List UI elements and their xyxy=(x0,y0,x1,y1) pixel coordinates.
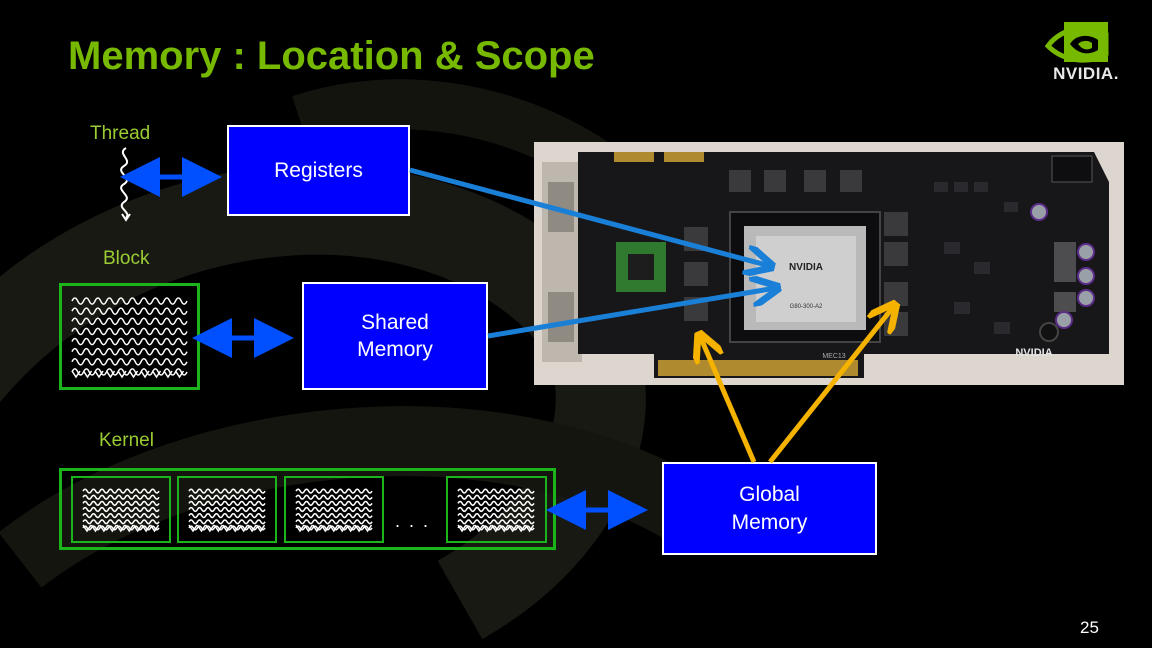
block-label: Block xyxy=(103,248,150,269)
thread-wave xyxy=(295,488,373,494)
thread-wave xyxy=(457,519,535,525)
thread-wave xyxy=(188,494,266,500)
thread-wave xyxy=(82,513,160,519)
page-number: 25 xyxy=(1080,618,1099,637)
kernel-block-threads-icon xyxy=(295,488,373,533)
gpu-board-code: MEC13 xyxy=(822,353,845,360)
thread-wave xyxy=(188,500,266,506)
gpu-chip-brand: NVIDIA xyxy=(789,262,823,273)
thread-wave xyxy=(71,307,188,315)
thread-wave xyxy=(82,525,160,531)
kernel-ellipsis: . . . xyxy=(395,511,431,531)
thread-arrowheads xyxy=(295,524,373,533)
thread-wave xyxy=(295,513,373,519)
thread-wave xyxy=(82,519,160,525)
shared-memory-box: Shared Memory xyxy=(302,282,488,390)
registers-box: Registers xyxy=(227,125,410,216)
thread-wave xyxy=(188,519,266,525)
kernel-grid: . . . xyxy=(59,468,556,550)
kernel-block-1 xyxy=(71,476,171,543)
thread-wave xyxy=(295,500,373,506)
kernel-block-2 xyxy=(177,476,277,543)
kernel-block-3 xyxy=(284,476,384,543)
thread-wave xyxy=(71,297,188,305)
thread-arrowheads xyxy=(188,524,266,533)
thread-wave xyxy=(188,525,266,531)
thread-wave xyxy=(71,317,188,326)
global-memory-label: Global Memory xyxy=(731,483,808,534)
thread-wave xyxy=(295,525,373,531)
logo-text: NVIDIA. xyxy=(1053,64,1119,83)
thread-wave xyxy=(188,488,266,494)
thread-wave xyxy=(71,337,188,346)
kernel-block-last xyxy=(446,476,547,543)
thread-wave xyxy=(82,494,160,500)
slide-title: Memory : Location & Scope xyxy=(68,34,595,78)
registers-label: Registers xyxy=(274,158,363,182)
thread-squiggle-icon xyxy=(120,147,131,222)
nvidia-eye-icon xyxy=(1044,22,1109,63)
kernel-block-threads-icon xyxy=(82,488,160,533)
thread-wave xyxy=(188,513,266,519)
thread-arrowheads xyxy=(457,524,535,533)
kernel-label: Kernel xyxy=(99,430,154,451)
thread-wave xyxy=(295,519,373,525)
thread-wave xyxy=(71,358,188,366)
block-icon xyxy=(59,283,200,390)
thread-wave xyxy=(457,506,535,513)
thread-wave xyxy=(82,506,160,513)
thread-wave xyxy=(71,347,188,356)
global-memory-box: Global Memory xyxy=(662,462,877,555)
kernel-block-threads-icon xyxy=(457,488,535,533)
nvidia-logo: NVIDIA. xyxy=(1040,20,1132,92)
thread-wave xyxy=(71,327,188,336)
thread-wave xyxy=(82,488,160,494)
thread-wave xyxy=(188,506,266,513)
thread-wave xyxy=(457,513,535,519)
kernel-block-threads-icon xyxy=(188,488,266,533)
gpu-board-image: NVIDIA G80-300-A2 NVIDIA xyxy=(534,142,1124,385)
thread-arrowheads xyxy=(82,524,160,533)
thread-wave xyxy=(82,500,160,506)
thread-wave xyxy=(295,494,373,500)
thread-wave xyxy=(295,506,373,513)
thread-wave xyxy=(457,525,535,531)
thread-arrowheads xyxy=(71,370,185,379)
thread-wave xyxy=(457,494,535,500)
thread-label: Thread xyxy=(90,123,151,144)
block-threads-icon xyxy=(71,297,188,379)
thread-wave xyxy=(457,500,535,506)
gpu-board-brand: NVIDIA xyxy=(1015,347,1052,359)
shared-memory-label: Shared Memory xyxy=(357,310,433,361)
gpu-chip-model: G80-300-A2 xyxy=(790,304,823,310)
thread-wave xyxy=(457,488,535,494)
